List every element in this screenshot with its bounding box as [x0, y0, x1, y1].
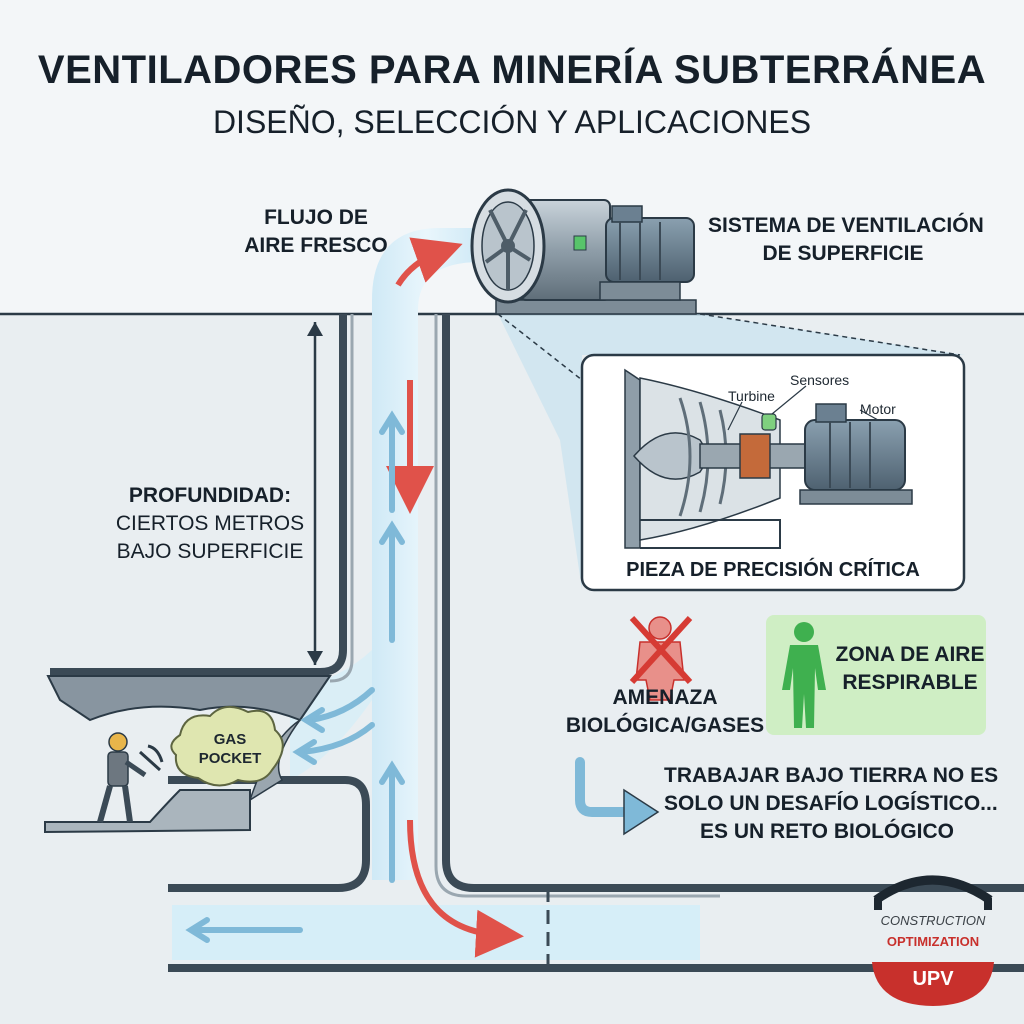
gas-pocket-label-line1: GAS: [213, 731, 247, 748]
fresh-air-label: FLUJO DE AIRE FRESCO: [236, 204, 396, 260]
depth-label-line1: CIERTOS METROS: [115, 512, 305, 535]
gas-pocket-label: GAS POCKET: [180, 730, 280, 768]
safe-zone-box: [766, 615, 986, 735]
threat-label: AMENAZA BIOLÓGICA/GASES: [560, 684, 770, 740]
biohazard-threat-icon: [629, 615, 693, 701]
safe-zone-label-line2: RESPIRABLE: [842, 671, 978, 694]
threat-label-line2: BIOLÓGICA/GASES: [565, 714, 765, 737]
surface-fan: [470, 188, 697, 315]
turbine-label: Turbine: [728, 388, 775, 404]
miner-figure: [97, 732, 164, 823]
shaft-wall-left-inner: [329, 314, 354, 683]
gas-pocket-cloud: [170, 705, 284, 787]
projection-line-right: [699, 313, 961, 356]
upv-logo: [872, 875, 994, 1006]
conclusion-line1: TRABAJAR BAJO TIERRA NO ES: [664, 764, 999, 787]
fresh-air-label-line1: FLUJO DE: [264, 206, 368, 229]
surface-system-label-line1: SISTEMA DE VENTILACIÓN: [708, 214, 984, 237]
safe-zone-label-line1: ZONA DE AIRE: [835, 643, 985, 666]
detail-projection: [498, 314, 965, 590]
depth-arrow-top-icon: [307, 322, 323, 336]
exhaust-arrow-top: [395, 237, 463, 287]
tunnel-floor: [44, 789, 251, 834]
gas-pocket-label-line2: POCKET: [198, 750, 262, 767]
depth-label-title: PROFUNDIDAD:: [128, 484, 292, 507]
exhaust-arrow-bottom: [407, 819, 524, 958]
fresh-air-label-line2: AIRE FRESCO: [244, 234, 388, 257]
motor-label: Motor: [860, 401, 896, 417]
detail-inset: [580, 353, 966, 592]
depth-arrow-bottom-icon: [307, 651, 323, 665]
threat-label-line1: AMENAZA: [612, 686, 718, 709]
page-subtitle: DISEÑO, SELECCIÓN Y APLICACIONES: [212, 104, 812, 140]
airflow-bottom-pool: [172, 905, 700, 960]
page-title: VENTILADORES PARA MINERÍA SUBTERRÁNEA: [37, 48, 987, 92]
conclusion-arrow-icon: [575, 757, 635, 817]
conclusion-line2: SOLO UN DESAFÍO LOGÍSTICO...: [664, 792, 998, 815]
surface-system-label-line2: DE SUPERFICIE: [762, 242, 924, 265]
conclusion-text: TRABAJAR BAJO TIERRA NO ES SOLO UN DESAF…: [664, 762, 999, 846]
rock-ceiling: [46, 675, 332, 722]
depth-label-line2: BAJO SUPERFICIE: [116, 540, 304, 563]
shaft-wall-left: [50, 314, 347, 676]
detail-caption: PIEZA DE PRECISIÓN CRÍTICA: [626, 559, 920, 581]
depth-label: PROFUNDIDAD: CIERTOS METROS BAJO SUPERFI…: [110, 482, 310, 566]
logo-line-upv: UPV: [912, 968, 954, 990]
logo-line-optimization: OPTIMIZATION: [886, 934, 980, 949]
logo-line-construction: CONSTRUCTION: [880, 913, 986, 928]
fresh-air-arrows: [185, 410, 405, 943]
conclusion-arrowhead-icon: [623, 788, 660, 836]
conclusion-line3: ES UN RETO BIOLÓGICO: [700, 820, 954, 843]
shaft-wall-right-inner: [434, 314, 720, 898]
sensors-label: Sensores: [790, 372, 850, 388]
safe-zone-label: ZONA DE AIRE RESPIRABLE: [830, 641, 990, 697]
surface-system-label: SISTEMA DE VENTILACIÓN DE SUPERFICIE: [708, 212, 984, 268]
person-safe-icon: [782, 622, 826, 728]
shaft-wall-mid: [168, 776, 370, 892]
airflow-shaft: [372, 228, 480, 880]
shaft-wall-right: [442, 314, 1024, 892]
